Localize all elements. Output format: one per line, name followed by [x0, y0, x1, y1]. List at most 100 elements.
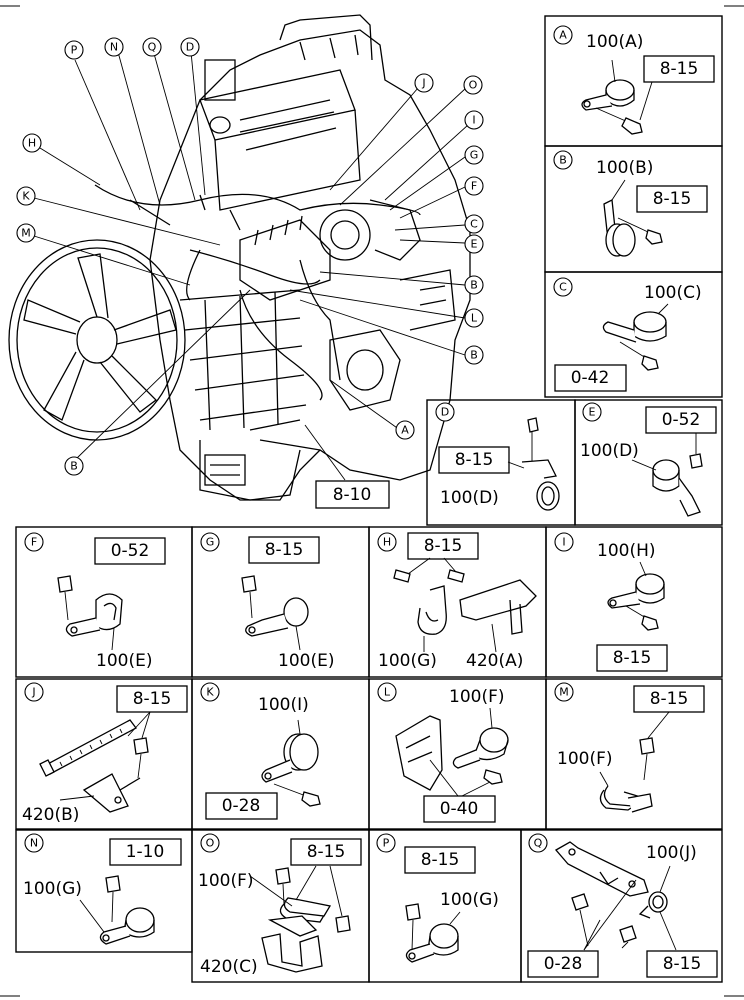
panel-m-part: 100(F)	[557, 749, 613, 769]
panel-j-part: 420(B)	[22, 805, 79, 825]
panel-h-ref: 8-15	[424, 536, 463, 556]
clip-drawing-k	[261, 719, 321, 807]
callout-circle	[142, 37, 162, 57]
callout-circle	[16, 186, 36, 206]
bracket-drawing-l	[395, 707, 509, 797]
clip-drawing-p	[405, 903, 461, 963]
clip-drawing-e	[631, 433, 703, 517]
callout-n: N	[110, 41, 118, 54]
panel-a-letter: A	[559, 29, 567, 42]
callout-circle	[414, 73, 434, 93]
bracket-drawing-q	[554, 841, 677, 951]
panel-p-part: 100(G)	[440, 890, 499, 910]
panel-l-part: 100(F)	[449, 687, 505, 707]
panel-f-part: 100(E)	[96, 651, 152, 671]
panel-o-part1: 100(F)	[198, 871, 254, 891]
callout-circle	[464, 275, 484, 295]
callout-circle	[464, 110, 484, 130]
callout-p: P	[71, 44, 78, 57]
panel-d-part: 100(D)	[440, 488, 499, 508]
panel-h-part1: 100(G)	[378, 651, 437, 671]
engine-illustration	[8, 14, 471, 501]
clip-drawing-c	[602, 303, 669, 371]
panel-d-letter: D	[441, 406, 449, 419]
callout-h: H	[28, 137, 36, 150]
panel-e-part: 100(D)	[580, 441, 639, 461]
main-callouts: P N Q D H K M B J O I G F C E B L B A	[16, 37, 484, 476]
clip-drawing-f	[57, 575, 123, 651]
panel-c-part: 100(C)	[644, 283, 702, 303]
panel-p-ref: 8-15	[421, 850, 460, 870]
panel-i-ref: 8-15	[613, 648, 652, 668]
tie-drawing-j	[39, 711, 151, 813]
panel-l-letter: L	[384, 686, 391, 699]
panel-e	[574, 399, 723, 526]
clip-drawing-g	[241, 575, 309, 651]
callout-k: K	[22, 190, 30, 203]
callout-circle	[464, 308, 484, 328]
panel-b-part: 100(B)	[596, 158, 653, 178]
panel-k-ref: 0-28	[222, 796, 261, 816]
clip-drawing-m	[599, 711, 670, 813]
panel-m	[545, 678, 723, 830]
callout-d-main: D	[186, 41, 194, 54]
callout-circle	[22, 133, 42, 153]
ref-main-label: 8-10	[333, 485, 372, 505]
panel-q-ref1: 0-28	[544, 954, 583, 974]
panel-a-part: 100(A)	[586, 32, 643, 52]
callout-b-mid: B	[470, 349, 478, 362]
panel-q-letter: Q	[534, 837, 543, 850]
panel-f-ref: 0-52	[111, 541, 150, 561]
panel-n-ref: 1-10	[126, 842, 165, 862]
callout-circle	[180, 37, 200, 57]
panel-q-ref2: 8-15	[663, 954, 702, 974]
callout-circle	[464, 214, 484, 234]
panel-q	[520, 829, 723, 983]
callout-circle	[464, 176, 484, 196]
callout-circle	[16, 223, 36, 243]
callout-l: L	[471, 312, 478, 325]
leader-lines	[33, 49, 469, 481]
callout-circle	[463, 75, 483, 95]
panel-o-part2: 420(C)	[200, 957, 258, 977]
panel-n-letter: N	[30, 837, 38, 850]
callout-circle	[464, 234, 484, 254]
panel-l-ref: 0-40	[440, 799, 479, 819]
callout-o: O	[469, 79, 478, 92]
callout-circle	[464, 345, 484, 365]
callout-j: J	[421, 77, 425, 90]
panel-c	[544, 271, 723, 398]
panel-b-ref: 8-15	[653, 189, 692, 209]
panel-d-ref: 8-15	[455, 450, 494, 470]
panel-g-ref: 8-15	[265, 540, 304, 560]
panel-k-part: 100(I)	[258, 695, 309, 715]
callout-g: G	[470, 149, 479, 162]
panel-h-part2: 420(A)	[466, 651, 523, 671]
callout-a: A	[401, 424, 409, 437]
panel-n-part: 100(G)	[23, 879, 82, 899]
clip-drawing-a	[581, 59, 653, 135]
panel-o-letter: O	[206, 837, 215, 850]
panel-i-letter: I	[562, 536, 565, 549]
panel-c-ref: 0-42	[571, 368, 610, 388]
clip-drawing-b	[603, 179, 663, 257]
panel-a-ref: 8-15	[660, 59, 699, 79]
panel-k-letter: K	[206, 686, 214, 699]
clip-drawing-i	[607, 561, 665, 631]
callout-c: C	[470, 218, 478, 231]
panel-e-ref: 0-52	[662, 410, 701, 430]
panel-i-part: 100(H)	[597, 541, 656, 561]
panel-h-letter: H	[383, 536, 391, 549]
callout-e: E	[471, 238, 478, 251]
callout-circle	[64, 40, 84, 60]
callout-q: Q	[148, 41, 157, 54]
callout-f: F	[471, 180, 477, 193]
ref-box-main	[315, 480, 390, 509]
clip-drawing-d	[507, 417, 560, 511]
panel-e-letter: E	[589, 406, 596, 419]
panel-i	[545, 526, 723, 678]
callout-circle	[395, 420, 415, 440]
panel-f-letter: F	[31, 536, 37, 549]
panel-g-part: 100(E)	[278, 651, 334, 671]
